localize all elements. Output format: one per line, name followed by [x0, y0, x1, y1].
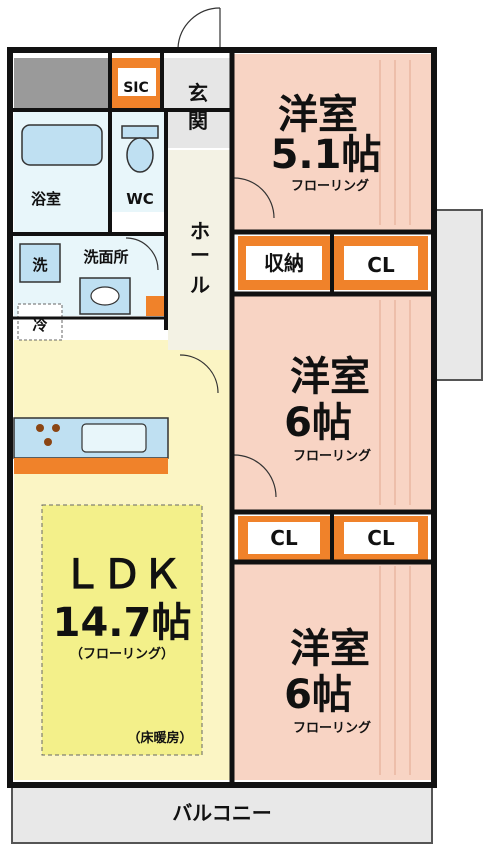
stove-burner-3: [44, 438, 52, 446]
room-bot-floor-label: フローリング: [293, 720, 371, 736]
fridge-space: [17, 303, 63, 341]
room-mid-name: 洋室: [290, 354, 370, 400]
walls: [7, 47, 437, 788]
kitchen-base: [14, 458, 168, 474]
stove-burner-2: [52, 424, 60, 432]
room-bot-name: 洋室: [290, 626, 370, 672]
balcony-label: バルコニー: [172, 801, 272, 825]
genkan-label-1: 玄: [188, 81, 208, 105]
room-top-floor-label: フローリング: [291, 178, 369, 194]
kitchen-sink: [81, 423, 147, 453]
room-top-name: 洋室: [278, 92, 358, 138]
cl-top-label: CL: [367, 253, 395, 277]
sic-label: SIC: [123, 80, 149, 96]
bathtub: [21, 124, 103, 166]
genkan-floor: [164, 58, 230, 148]
ldk-heating-area: [41, 504, 203, 756]
floor-lines: [379, 60, 411, 775]
hall-label-1: ホ: [190, 219, 210, 243]
side-balcony: [431, 209, 483, 381]
cl-mid-left-label: CL: [270, 526, 298, 550]
cl-top-label-bg: [344, 246, 418, 280]
bath-label: 浴室: [31, 190, 61, 208]
balcony: [11, 784, 433, 844]
room-top-floor: [234, 54, 432, 230]
room-top-size: 5.1帖: [271, 132, 382, 178]
cl-mid-right-label-bg: [344, 522, 418, 554]
room-mid-size: 6帖: [284, 400, 352, 446]
toilet-bowl: [126, 137, 154, 173]
ldk-heating-label: （床暖房）: [127, 730, 192, 746]
closet-small: [146, 296, 166, 316]
toilet-tank: [121, 125, 159, 139]
hall-label-2: ー: [190, 243, 210, 267]
washer: [19, 243, 61, 283]
room-bot-size: 6帖: [284, 672, 352, 718]
shuno-label-bg: [246, 246, 322, 280]
ldk-name: ＬＤＫ: [62, 552, 182, 598]
hall-floor: [168, 150, 234, 350]
dark-block: [14, 58, 108, 108]
sink-basin: [90, 286, 120, 306]
shuno-label: 収納: [264, 251, 304, 275]
genkan-label-2: 関: [188, 109, 208, 133]
wc-label: WC: [126, 190, 154, 208]
room-mid-floor-label: フローリング: [293, 448, 371, 464]
cl-mid-right-label: CL: [367, 526, 395, 550]
washroom-label: 洗面所: [83, 248, 128, 266]
room-bot-floor: [234, 562, 432, 780]
ldk-floor-label: （フローリング）: [70, 646, 174, 662]
ldk-size: 14.7帖: [53, 600, 192, 646]
door-swings: [125, 7, 277, 498]
room-mid-floor: [234, 296, 432, 510]
fridge-label: 冷: [32, 316, 47, 334]
sic-label-bg: [118, 68, 156, 96]
hall-label-3: ル: [190, 273, 210, 297]
washer-label: 洗: [32, 256, 47, 274]
stove-burner-1: [36, 424, 44, 432]
cl-mid-left-label-bg: [248, 522, 320, 554]
